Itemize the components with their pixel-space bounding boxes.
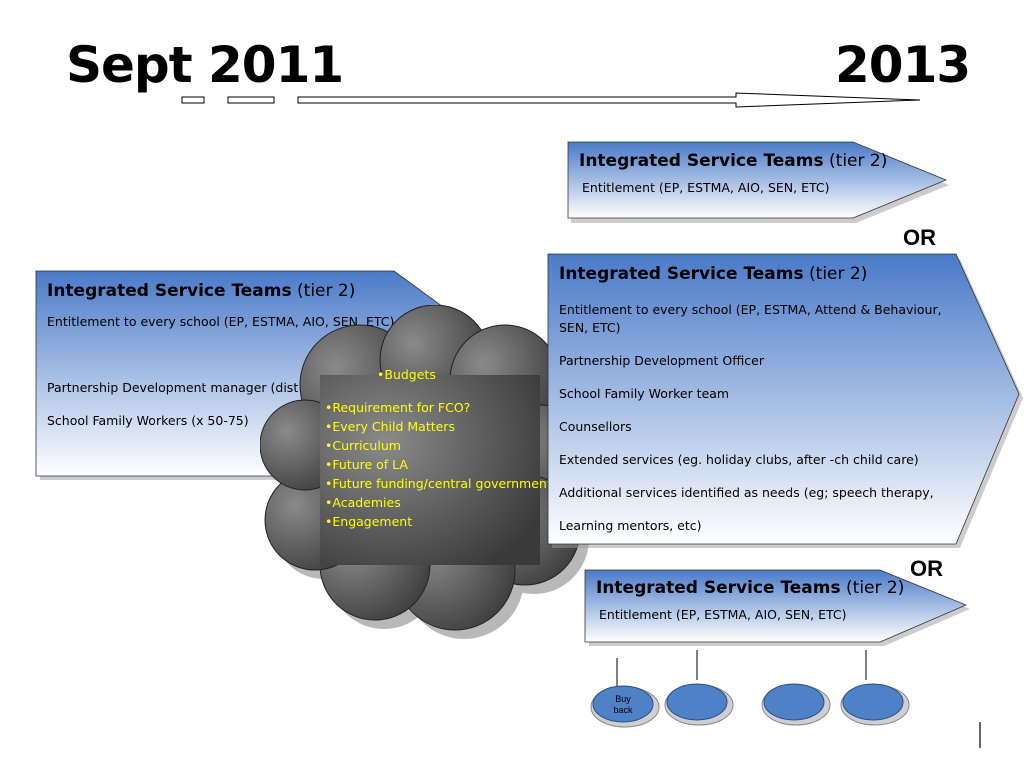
top-option-heading: Integrated Service Teams (tier 2): [579, 151, 888, 171]
title-end: 2013: [835, 36, 971, 94]
middle-option-line-4: School Family Worker team: [559, 386, 730, 401]
bottom-option-heading: Integrated Service Teams (tier 2): [596, 578, 905, 598]
cloud-item: •Requirement for FCO?: [325, 400, 471, 415]
middle-option-line-1: Entitlement to every school (EP, ESTMA, …: [559, 302, 942, 317]
oval-4: [840, 683, 910, 726]
cloud-header: •Budgets: [377, 367, 436, 382]
cloud-item: •Academies: [325, 495, 401, 510]
oval-buy-back-text: Buy back: [613, 694, 633, 715]
cloud-item: •Engagement: [325, 514, 413, 529]
top-option-text: Integrated Service Teams (tier 2) Entitl…: [579, 150, 887, 196]
top-option-shape: [567, 141, 949, 223]
middle-option-line-2: SEN, ETC): [559, 320, 621, 335]
bottom-option-line: Entitlement (EP, ESTMA, AIO, SEN, ETC): [599, 607, 847, 622]
middle-option-line-6: Extended services (eg. holiday clubs, af…: [559, 452, 919, 467]
middle-option-heading: Integrated Service Teams (tier 2): [559, 264, 868, 284]
bottom-option-text: Integrated Service Teams (tier 2) Entitl…: [596, 577, 904, 623]
middle-option-line-7: Additional services identified as needs …: [559, 485, 934, 500]
left-box-line-1: Entitlement to every school (EP, ESTMA, …: [47, 314, 395, 329]
or-label-1: OR: [903, 225, 936, 250]
oval-buy-back: [590, 685, 660, 728]
left-box-line-2: Partnership Development manager (dist: [47, 380, 299, 395]
left-box-heading: Integrated Service Teams (tier 2): [47, 281, 356, 301]
middle-option-text: Integrated Service Teams (tier 2) Entitl…: [559, 263, 942, 534]
cloud-item: •Curriculum: [325, 438, 401, 453]
cloud-item: •Future of LA: [325, 457, 408, 472]
oval-buy-back-label: Buy back: [603, 694, 643, 716]
left-box-text: Integrated Service Teams (tier 2) Entitl…: [47, 280, 394, 429]
middle-option-line-3: Partnership Development Officer: [559, 353, 764, 368]
top-option-line: Entitlement (EP, ESTMA, AIO, SEN, ETC): [582, 180, 830, 195]
cloud-list: •Requirement for FCO? •Every Child Matte…: [325, 398, 552, 531]
oval-3: [761, 683, 831, 726]
title-start: Sept 2011: [66, 36, 344, 94]
bottom-option-shape: [584, 569, 970, 646]
middle-option-line-8: Learning mentors, etc): [559, 518, 702, 533]
left-box-line-3: School Family Workers (x 50-75): [47, 413, 249, 428]
middle-option-shape: [547, 253, 1023, 548]
oval-2: [664, 683, 734, 726]
cloud-item: •Future funding/central government: [325, 476, 552, 491]
or-label-2: OR: [910, 556, 943, 581]
timeline-arrow: [181, 92, 921, 108]
cloud-item: •Every Child Matters: [325, 419, 455, 434]
middle-option-line-5: Counsellors: [559, 419, 632, 434]
